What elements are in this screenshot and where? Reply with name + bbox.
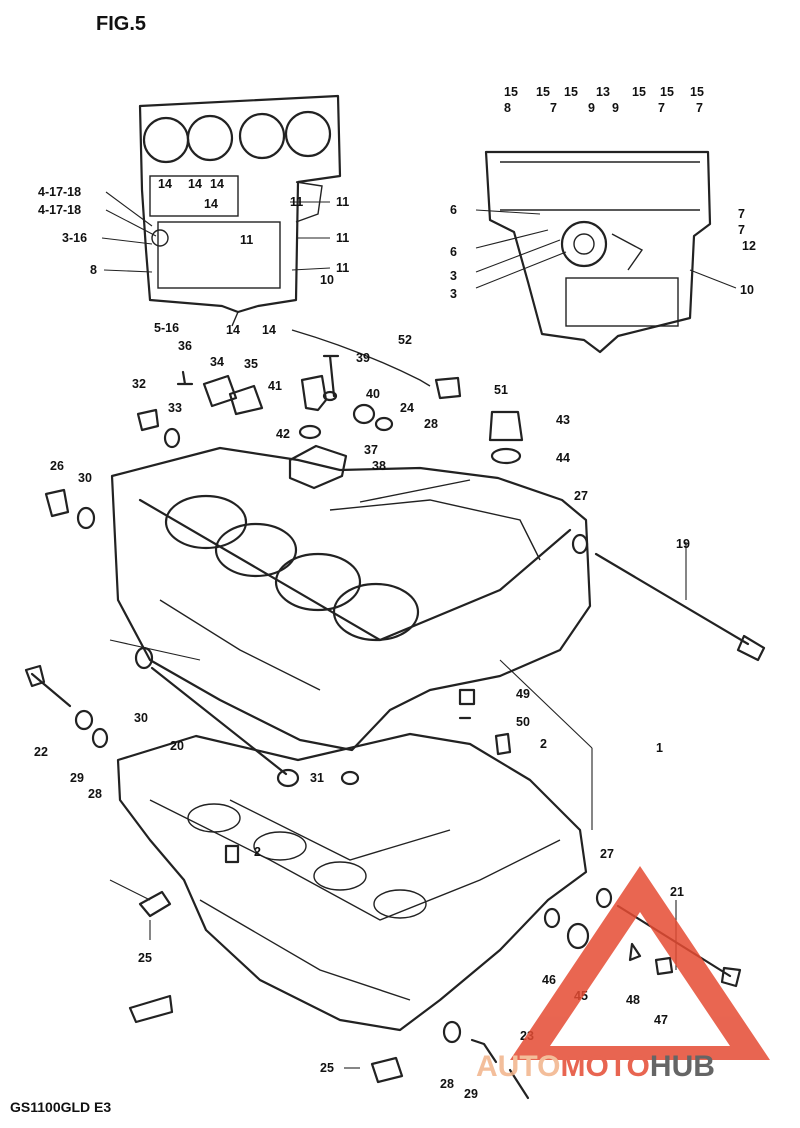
callout-14: 14 <box>226 323 240 337</box>
callout-15: 15 <box>504 85 518 99</box>
callout-9: 9 <box>612 101 619 115</box>
callout-47: 47 <box>654 1013 668 1027</box>
upper-crankcase-illustration <box>110 446 592 752</box>
callout-21: 21 <box>670 885 684 899</box>
lower-crankcase-illustration <box>116 732 588 1032</box>
model-code: GS1100GLD E3 <box>10 1099 111 1115</box>
callout-28: 28 <box>88 787 102 801</box>
callout-10: 10 <box>740 283 754 297</box>
callout-46: 46 <box>542 973 556 987</box>
callout-11: 11 <box>336 261 349 275</box>
callout-30: 30 <box>134 711 148 725</box>
callout-32: 32 <box>132 377 146 391</box>
callout-15: 15 <box>660 85 674 99</box>
callout-7: 7 <box>550 101 557 115</box>
callout-36: 36 <box>178 339 192 353</box>
callout-6: 6 <box>450 203 457 217</box>
inset-upper-crankcase-view <box>138 94 342 327</box>
callout-48: 48 <box>626 993 640 1007</box>
callout-6: 6 <box>450 245 457 259</box>
callout-20: 20 <box>170 739 184 753</box>
watermark-text-auto: AUTOMOTOHUB <box>476 1050 715 1083</box>
callout-3-16: 3-16 <box>62 231 87 245</box>
callout-25: 25 <box>320 1061 334 1075</box>
callout-14: 14 <box>210 177 224 191</box>
callout-13: 13 <box>596 85 610 99</box>
callout-4-17-18: 4-17-18 <box>38 185 81 199</box>
callout-5-16: 5-16 <box>154 321 179 335</box>
callout-14: 14 <box>262 323 276 337</box>
callout-1: 1 <box>656 741 663 755</box>
callout-11: 11 <box>240 233 253 247</box>
callout-37: 37 <box>364 443 378 457</box>
callout-27: 27 <box>600 847 614 861</box>
callout-28: 28 <box>424 417 438 431</box>
figure-title: FIG.5 <box>96 13 146 35</box>
callout-11: 11 <box>290 195 303 209</box>
callout-2: 2 <box>540 737 547 751</box>
callout-15: 15 <box>564 85 578 99</box>
callout-27: 27 <box>574 489 588 503</box>
callout-51: 51 <box>494 383 508 397</box>
leader-lines <box>101 191 737 1069</box>
callout-7: 7 <box>696 101 703 115</box>
callout-3: 3 <box>450 269 457 283</box>
callout-42: 42 <box>276 427 290 441</box>
callout-9: 9 <box>588 101 595 115</box>
inset-lower-crankcase-view <box>484 150 712 354</box>
callout-43: 43 <box>556 413 570 427</box>
callout-49: 49 <box>516 687 530 701</box>
callout-29: 29 <box>70 771 84 785</box>
callout-38: 38 <box>372 459 386 473</box>
callout-7: 7 <box>658 101 665 115</box>
callout-22: 22 <box>34 745 48 759</box>
callout-35: 35 <box>244 357 258 371</box>
watermark-triangle-icon <box>510 866 770 1060</box>
callout-4-17-18: 4-17-18 <box>38 203 81 217</box>
callout-10: 10 <box>320 273 334 287</box>
callout-15: 15 <box>632 85 646 99</box>
callout-19: 19 <box>676 537 690 551</box>
callout-31: 31 <box>310 771 324 785</box>
callout-12: 12 <box>742 239 756 253</box>
callout-3: 3 <box>450 287 457 301</box>
callout-14: 14 <box>158 177 172 191</box>
callout-15: 15 <box>690 85 704 99</box>
callout-15: 15 <box>536 85 550 99</box>
callout-44: 44 <box>556 451 570 465</box>
callout-34: 34 <box>210 355 224 369</box>
callout-24: 24 <box>400 401 414 415</box>
callout-25: 25 <box>138 951 152 965</box>
callout-11: 11 <box>336 195 349 209</box>
small-parts-group <box>44 329 589 555</box>
bolts-and-loose-parts <box>24 552 766 1100</box>
callout-11: 11 <box>336 231 349 245</box>
callout-2: 2 <box>254 845 261 859</box>
callout-28: 28 <box>440 1077 454 1091</box>
callout-7: 7 <box>738 207 745 221</box>
callout-40: 40 <box>366 387 380 401</box>
callout-41: 41 <box>268 379 282 393</box>
callout-39: 39 <box>356 351 370 365</box>
callout-29: 29 <box>464 1087 478 1101</box>
callout-14: 14 <box>188 177 202 191</box>
watermark-logo: AUTOMOTOHUB <box>476 866 770 1083</box>
callout-52: 52 <box>398 333 412 347</box>
callout-7: 7 <box>738 223 745 237</box>
callout-labels: 15 15 15 13 15 15 15 8 7 9 9 7 7 6 7 6 7… <box>34 85 756 1101</box>
callout-50: 50 <box>516 715 530 729</box>
callout-30: 30 <box>78 471 92 485</box>
callout-8: 8 <box>504 101 511 115</box>
callout-33: 33 <box>168 401 182 415</box>
callout-26: 26 <box>50 459 64 473</box>
callout-8: 8 <box>90 263 97 277</box>
callout-14: 14 <box>204 197 218 211</box>
